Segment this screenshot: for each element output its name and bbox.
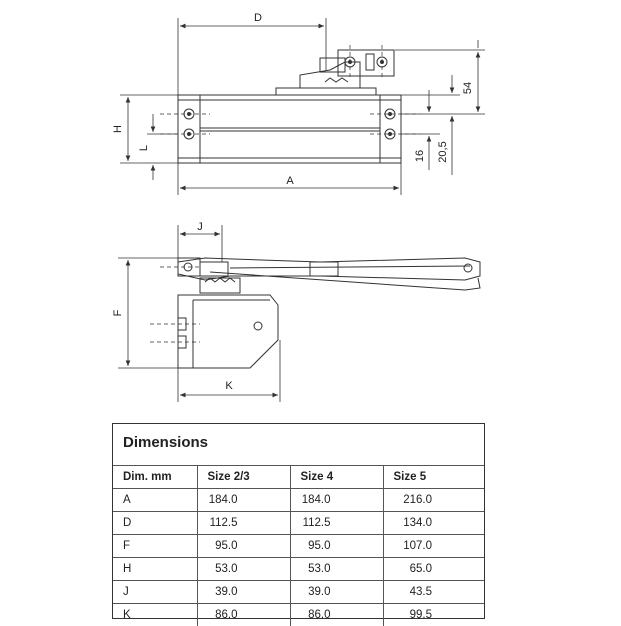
table-row: D 112.5 112.5 134.0 [113,512,484,535]
dim-label-20-5: 20,5 [437,141,449,162]
table-cell: 112.5 [200,517,238,529]
table-cell-dim: K [113,604,197,626]
table-cell: 184.0 [293,494,331,506]
dim-label-a: A [286,175,294,187]
table-cell: 107.0 [394,540,432,552]
table-header-cell: Dim. mm [113,466,197,489]
table-cell: 95.0 [293,540,331,552]
top-view [160,45,420,163]
table-header-cell: Size 5 [383,466,484,489]
table-cell-dim: A [113,489,197,512]
table-cell: 112.5 [293,517,331,529]
table-row: A 184.0 184.0 216.0 [113,489,484,512]
dim-label-l: L [138,145,150,151]
table-cell: 43.5 [394,586,432,598]
dim-label-f: F [112,309,124,316]
dimensions-table: Dim. mm Size 2/3 Size 4 Size 5 A 184.0 1… [113,465,484,626]
table-cell: 53.0 [200,563,238,575]
dimensions-table-panel: Dimensions Dim. mm Size 2/3 Size 4 Size … [112,423,485,619]
table-cell: 95.0 [200,540,238,552]
table-row: K 86.0 86.0 99.5 [113,604,484,626]
technical-drawing: D A H L 54 16 20,5 [0,0,621,410]
dim-label-h: H [112,125,124,133]
table-header-cell: Size 2/3 [197,466,290,489]
side-view [150,258,480,368]
table-header-cell: Size 4 [290,466,383,489]
table-header-row: Dim. mm Size 2/3 Size 4 Size 5 [113,466,484,489]
table-cell: 39.0 [293,586,331,598]
dim-label-16: 16 [414,150,426,162]
table-cell: 216.0 [394,494,432,506]
table-cell: 65.0 [394,563,432,575]
table-cell-dim: D [113,512,197,535]
table-cell: 86.0 [200,609,238,621]
dim-label-d: D [254,12,262,24]
table-cell: 86.0 [293,609,331,621]
table-row: F 95.0 95.0 107.0 [113,535,484,558]
table-cell: 39.0 [200,586,238,598]
table-cell: 134.0 [394,517,432,529]
table-cell: 184.0 [200,494,238,506]
dim-label-j: J [197,221,203,233]
table-cell: 99.5 [394,609,432,621]
table-cell: 53.0 [293,563,331,575]
table-cell-dim: F [113,535,197,558]
dimensions-title: Dimensions [123,434,208,451]
table-row: J 39.0 39.0 43.5 [113,581,484,604]
dim-label-54: 54 [462,82,474,94]
table-row: H 53.0 53.0 65.0 [113,558,484,581]
dim-label-k: K [225,380,233,392]
table-cell-dim: H [113,558,197,581]
table-cell-dim: J [113,581,197,604]
